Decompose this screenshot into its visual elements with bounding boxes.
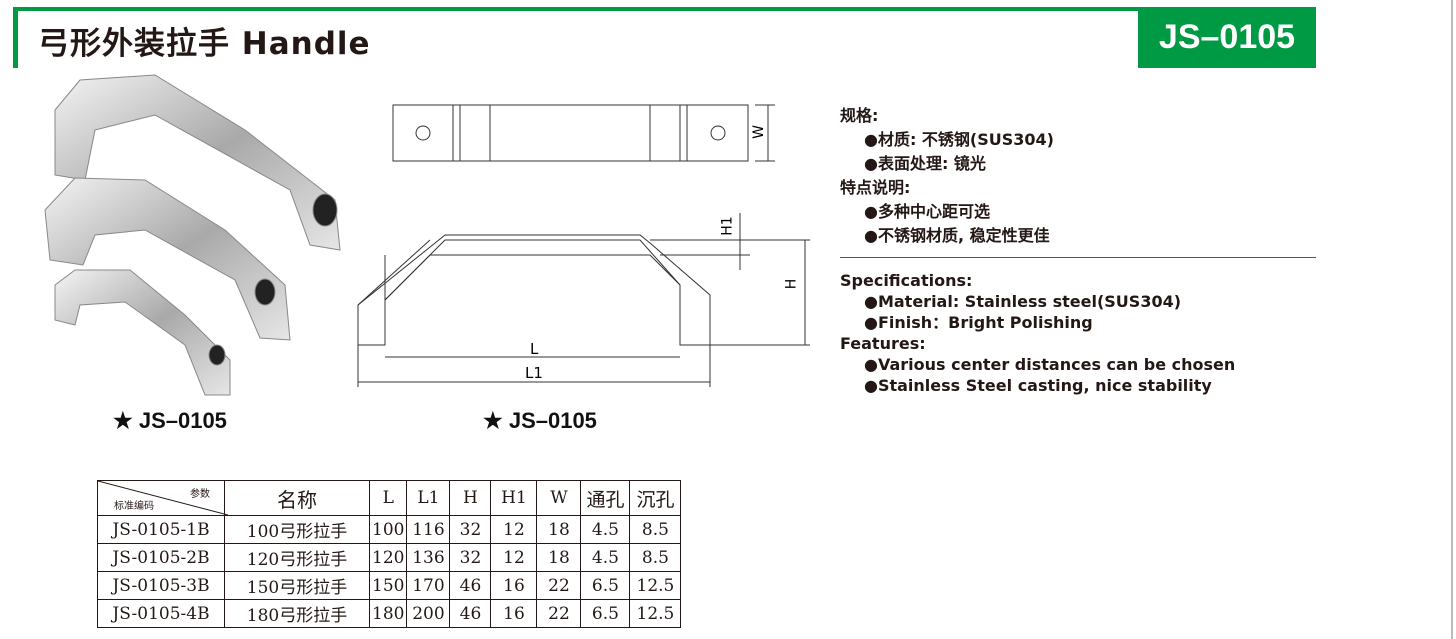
header-border — [13, 7, 1140, 11]
photo-caption: ★ JS–0105 — [113, 408, 227, 433]
col-header: 通孔 — [580, 480, 631, 516]
table-cell: 120弓形拉手 — [224, 543, 370, 572]
col-header: 沉孔 — [629, 480, 682, 516]
col-header: L1 — [406, 480, 451, 516]
table-cell: 32 — [449, 543, 492, 572]
spec-heading: 规格: — [840, 106, 879, 125]
table-cell: JS-0105-1B — [97, 515, 225, 544]
product-photo — [44, 74, 341, 396]
table-cell: JS-0105-2B — [97, 543, 225, 572]
table-cell: 12.5 — [629, 599, 682, 628]
table-cell: 32 — [449, 515, 492, 544]
corner-code: 标准编码 — [114, 501, 154, 512]
spec-item: ●Finish：Bright Polishing — [864, 313, 1093, 332]
header-left-bar — [13, 7, 18, 68]
table-cell: 180弓形拉手 — [224, 599, 370, 628]
table-cell: 18 — [536, 515, 582, 544]
table-cell: 12 — [490, 543, 538, 572]
page-edge — [1451, 0, 1453, 639]
table-cell: 4.5 — [580, 543, 631, 572]
feature-heading: 特点说明: — [840, 178, 911, 197]
table-header-row: 参数 标准编码 名称 L L1 H H1 W 通孔 沉孔 — [97, 480, 682, 516]
dim-label-l1: L1 — [525, 364, 543, 382]
table-cell: 100弓形拉手 — [224, 515, 370, 544]
page-title: 弓形外装拉手 Handle — [38, 26, 371, 62]
col-header: W — [536, 480, 582, 516]
spec-heading: Specifications: — [840, 271, 973, 290]
specs-english: Specifications: ●Material: Stainless ste… — [840, 270, 1235, 396]
drawing-caption: ★ JS–0105 — [483, 408, 597, 433]
table-cell: 22 — [536, 571, 582, 600]
col-header: L — [368, 480, 408, 516]
table-cell: 8.5 — [629, 543, 682, 572]
table-cell: 18 — [536, 543, 582, 572]
table-cell: 16 — [490, 599, 538, 628]
technical-drawing — [357, 104, 810, 387]
table-cell: 12 — [490, 515, 538, 544]
table-cell: 6.5 — [580, 599, 631, 628]
dim-label-h: H — [783, 278, 800, 290]
table-cell: 150弓形拉手 — [224, 571, 370, 600]
divider — [840, 257, 1316, 258]
table-cell: 170 — [406, 571, 451, 600]
corner-param: 参数 — [190, 489, 210, 500]
table-cell: JS-0105-4B — [97, 599, 225, 628]
feature-item: ●多种中心距可选 — [864, 202, 990, 221]
dim-label-l: L — [530, 340, 539, 358]
feature-heading: Features: — [840, 334, 926, 353]
table-cell: 22 — [536, 599, 582, 628]
table-cell: JS-0105-3B — [97, 571, 225, 600]
table-cell: 16 — [490, 571, 538, 600]
product-code-badge: JS–0105 — [1138, 7, 1316, 68]
col-header: H1 — [490, 480, 538, 516]
table-cell: 12.5 — [629, 571, 682, 600]
feature-item: ●Various center distances can be chosen — [864, 355, 1236, 374]
feature-item: ●Stainless Steel casting, nice stability — [864, 376, 1212, 395]
spec-item: ●表面处理: 镜光 — [864, 154, 986, 173]
table-cell: 6.5 — [580, 571, 631, 600]
corner-cell: 参数 标准编码 — [97, 480, 228, 516]
table-cell: 200 — [406, 599, 451, 628]
table-cell: 46 — [449, 599, 492, 628]
specs-chinese: 规格: ●材质: 不锈钢(SUS304) ●表面处理: 镜光 特点说明: ●多种… — [840, 104, 1054, 248]
spec-item: ●Material: Stainless steel(SUS304) — [864, 292, 1182, 311]
spec-item: ●材质: 不锈钢(SUS304) — [864, 130, 1054, 149]
table-cell: 180 — [368, 599, 408, 628]
table-cell: 136 — [406, 543, 451, 572]
dim-label-h1: H1 — [719, 216, 736, 236]
col-header: H — [449, 480, 492, 516]
table-cell: 116 — [406, 515, 451, 544]
table-cell: 8.5 — [629, 515, 682, 544]
feature-item: ●不锈钢材质, 稳定性更佳 — [864, 226, 1050, 245]
table-cell: 150 — [368, 571, 408, 600]
table-cell: 4.5 — [580, 515, 631, 544]
table-cell: 120 — [368, 543, 408, 572]
table-cell: 46 — [449, 571, 492, 600]
table-cell: 100 — [368, 515, 408, 544]
dim-label-w: W — [750, 125, 767, 139]
col-header: 名称 — [224, 480, 370, 516]
